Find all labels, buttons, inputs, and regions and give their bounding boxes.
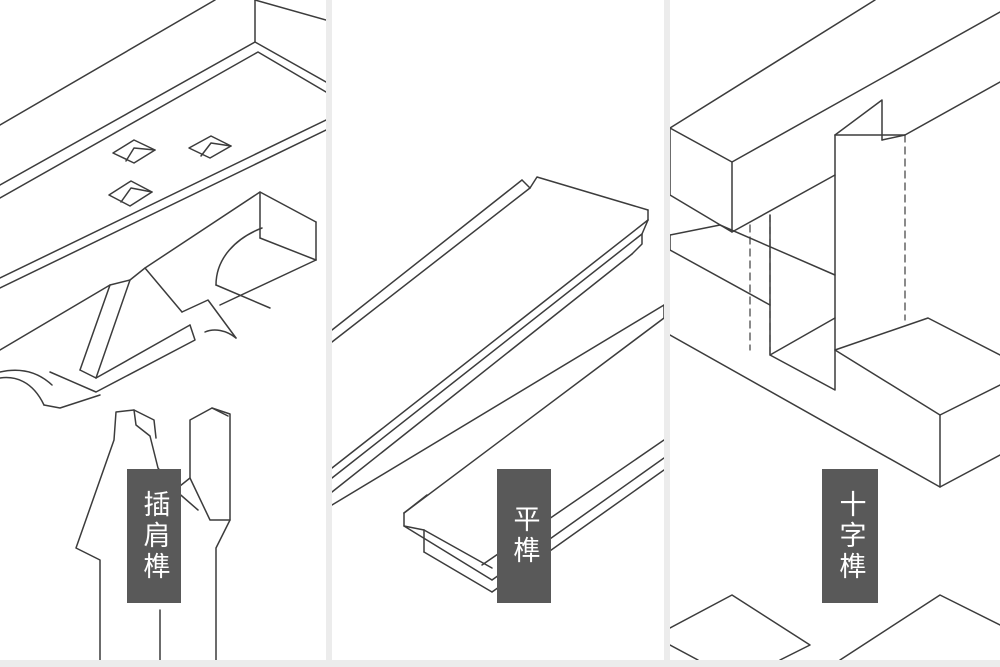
label-flat-tenon: 平榫 (497, 469, 551, 603)
panel-cross-tenon: 十字榫 (670, 0, 1000, 660)
label-cross-tenon: 十字榫 (822, 469, 878, 603)
label-text: 平榫 (508, 505, 540, 567)
panel-flat-tenon: 平榫 (332, 0, 664, 660)
panel-inserted-shoulder-joint: 插肩榫 (0, 0, 326, 660)
label-inserted-shoulder-joint: 插肩榫 (127, 469, 181, 603)
inserted-shoulder-joint-drawing (0, 0, 326, 660)
label-text: 插肩榫 (138, 489, 170, 583)
cross-tenon-drawing (670, 0, 1000, 660)
label-text: 十字榫 (834, 489, 866, 583)
